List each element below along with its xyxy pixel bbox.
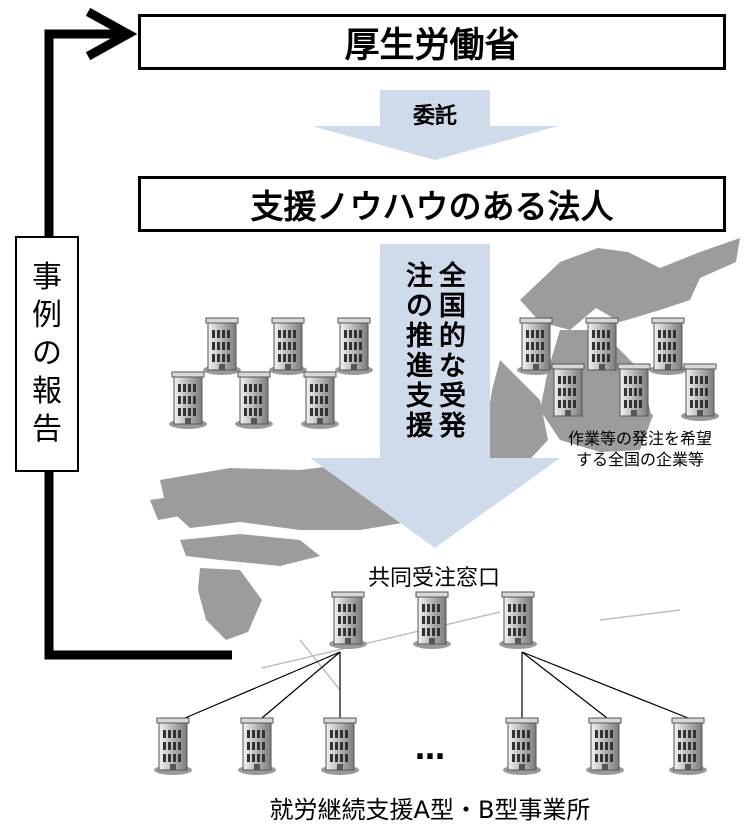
building-icon (234, 371, 274, 430)
companies-label: 作業等の発注を希望 する全国の企業等 (540, 428, 740, 470)
building-icon (320, 717, 360, 776)
building-icon (668, 717, 708, 776)
companies-label-line2: する全国の企業等 (575, 450, 704, 469)
building-icon (680, 363, 720, 422)
ellipsis-label: … (415, 732, 447, 767)
companies-label-line1: 作業等の発注を希望 (567, 429, 712, 448)
joint-window-label: 共同受注窓口 (367, 566, 500, 591)
building-icon (153, 717, 193, 776)
nationwide-support-arrow (310, 244, 560, 548)
building-icon (334, 317, 374, 376)
building-icon (328, 591, 368, 650)
nationwide-support-col2: 注の推進支援 (406, 261, 433, 442)
report-box: 事例の報告 (15, 236, 79, 472)
building-icon (548, 363, 588, 422)
building-icon (168, 371, 208, 430)
corporation-box: 支援ノウハウのある法人 (138, 176, 726, 232)
building-icon (585, 717, 625, 776)
delegate-label: 委託 (412, 104, 457, 129)
building-icon (502, 717, 542, 776)
ministry-label: 厚生労働省 (344, 25, 520, 66)
nationwide-support-col1: 全国的な受発 (439, 261, 466, 442)
corporation-label: 支援ノウハウのある法人 (250, 187, 614, 226)
building-icon (412, 591, 452, 650)
building-icon (300, 371, 340, 430)
building-icon (237, 717, 277, 776)
offices-label: 就労継続支援A型・B型事業所 (269, 796, 591, 824)
building-icon (202, 317, 242, 376)
ministry-box: 厚生労働省 (138, 14, 726, 70)
building-icon (268, 317, 308, 376)
building-icon (614, 363, 654, 422)
building-icon (582, 317, 622, 376)
connector-lines (184, 651, 689, 719)
building-icon (498, 591, 538, 650)
delegate-arrow (312, 90, 558, 160)
building-icon (516, 317, 556, 376)
building-icon (648, 317, 688, 376)
report-label: 事例の報告 (32, 260, 62, 447)
decorative-lines (261, 609, 681, 691)
nationwide-support-label: 全国的な受発 注の推進支援 (392, 262, 480, 482)
